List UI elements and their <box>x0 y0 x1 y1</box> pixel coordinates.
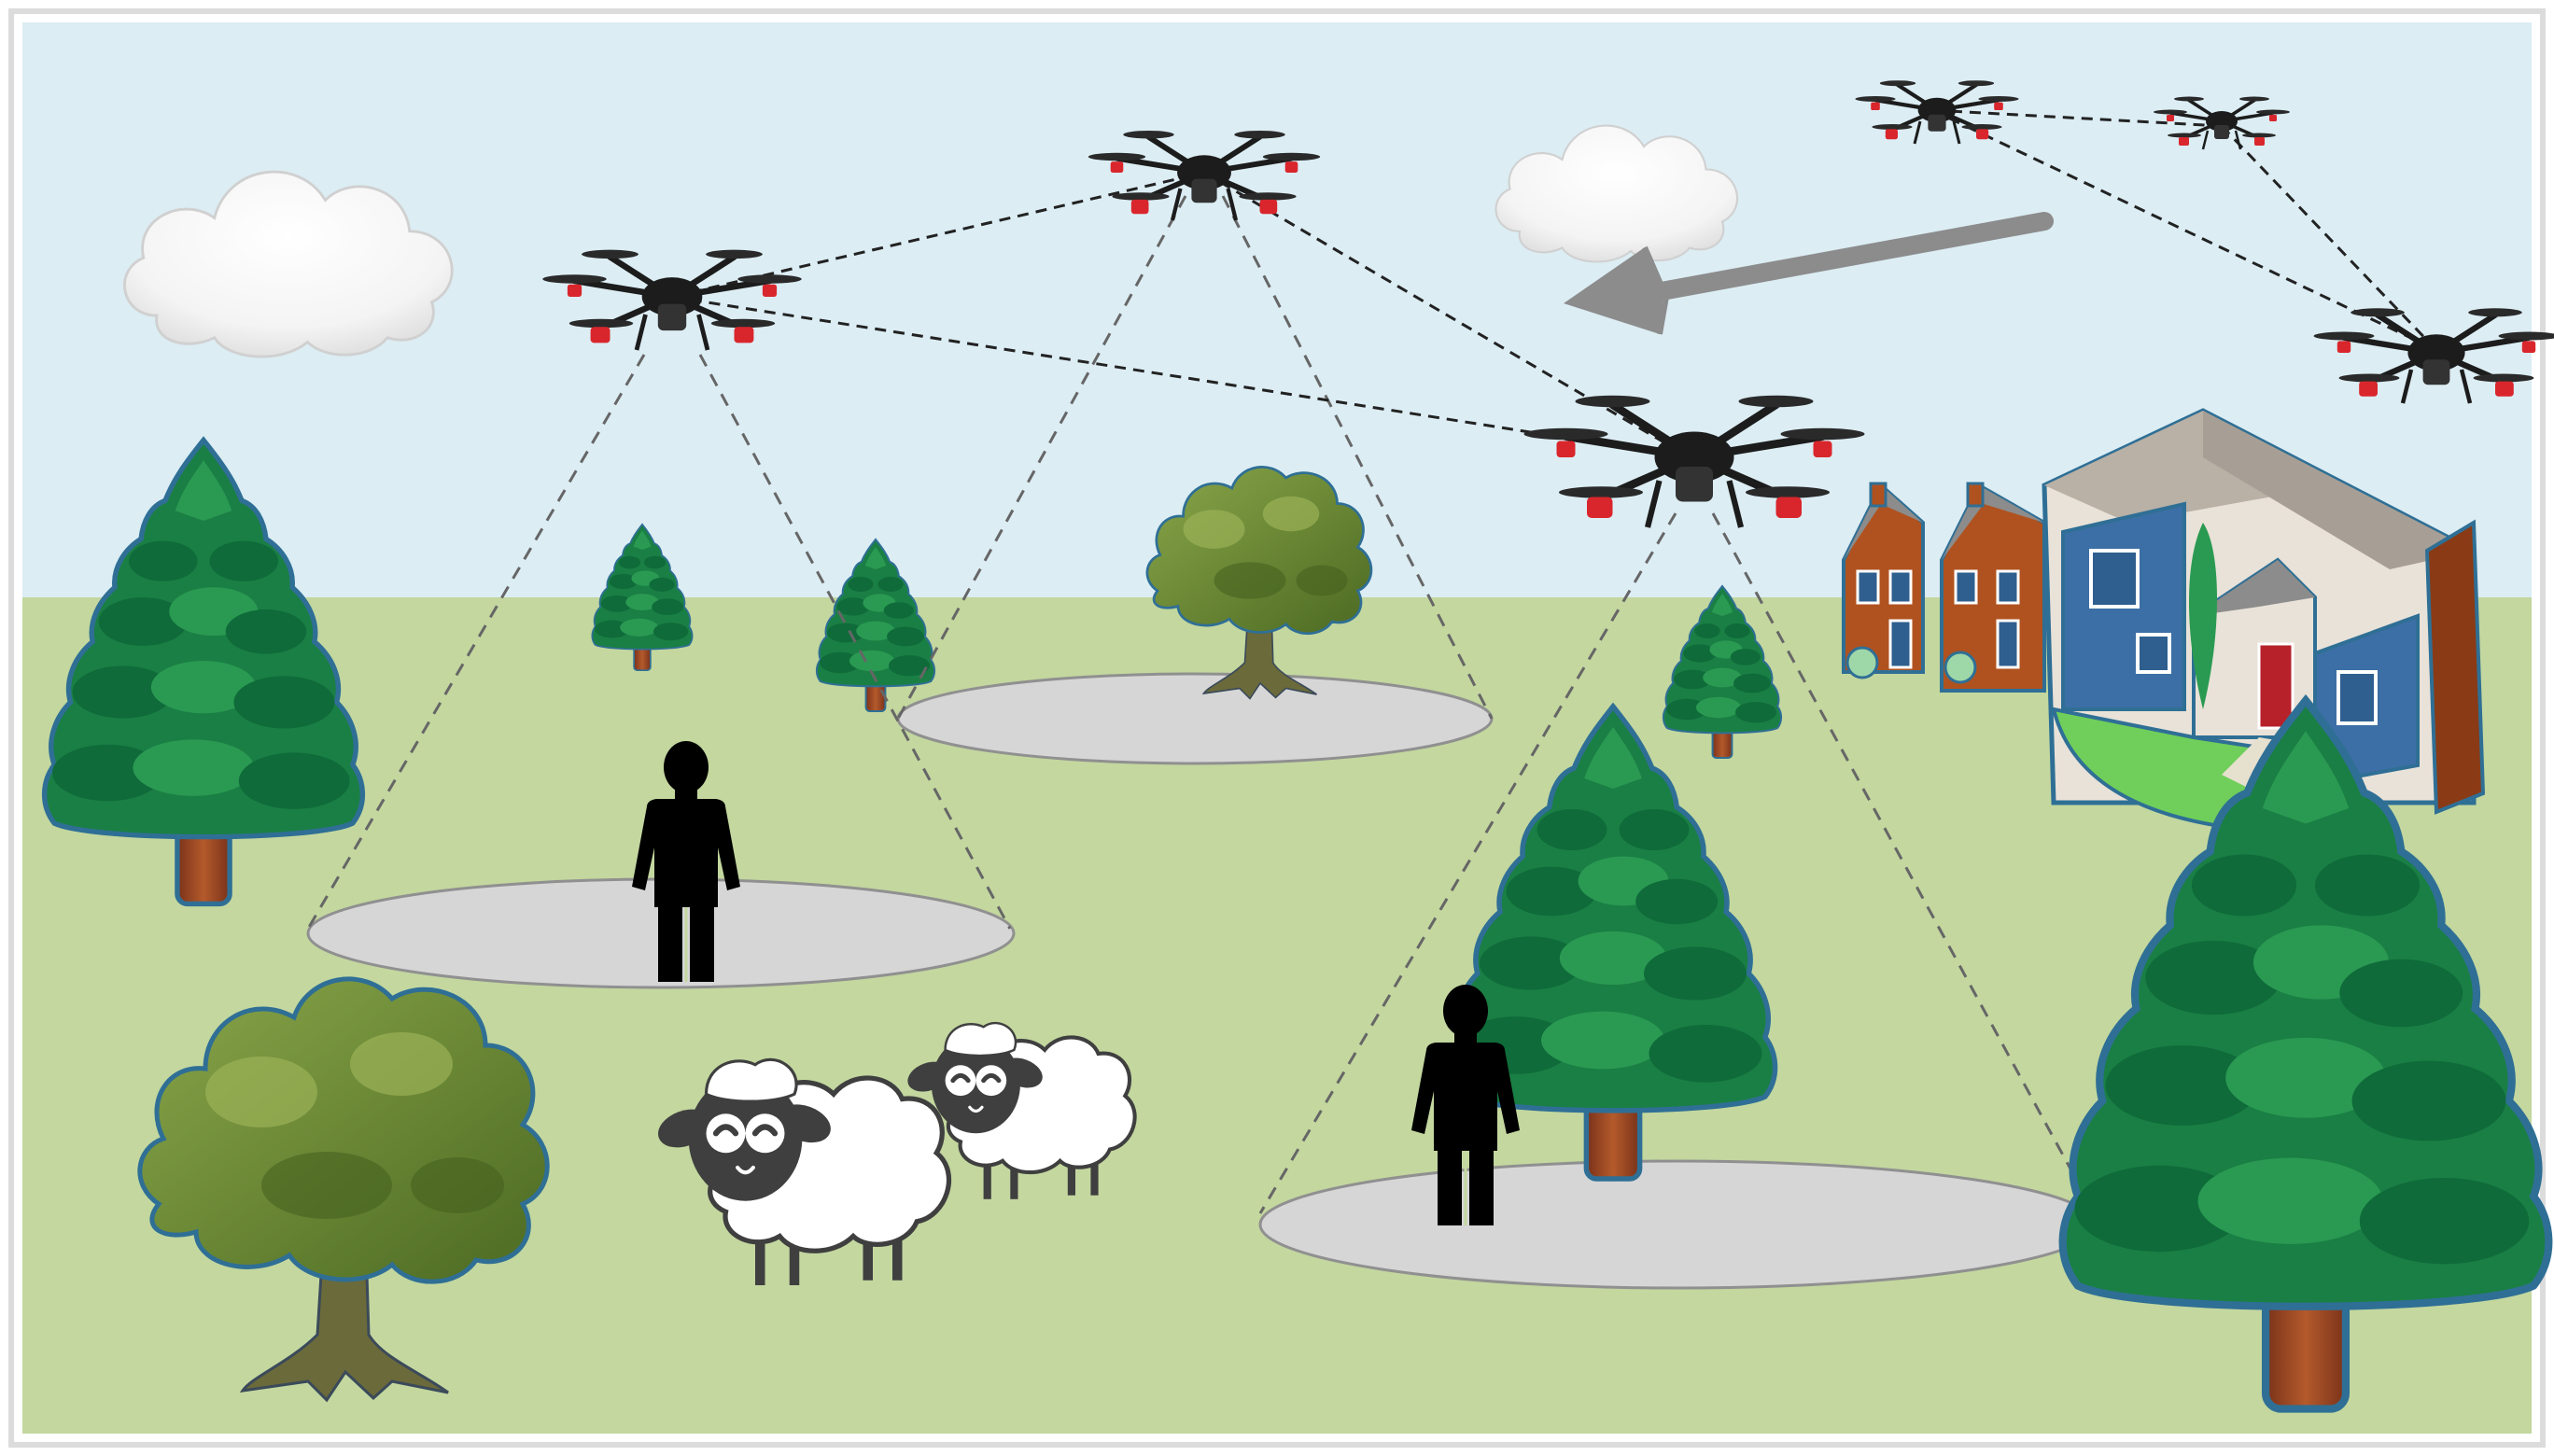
sensor-footprint <box>896 672 1494 765</box>
sensor-footprint <box>1258 1159 2098 1290</box>
house-icon <box>1842 408 2486 833</box>
image-frame <box>8 8 2546 1448</box>
drone-communication-links <box>671 108 2438 459</box>
arrow-icon <box>1564 212 2054 335</box>
field-of-view-cones <box>306 195 2097 1214</box>
